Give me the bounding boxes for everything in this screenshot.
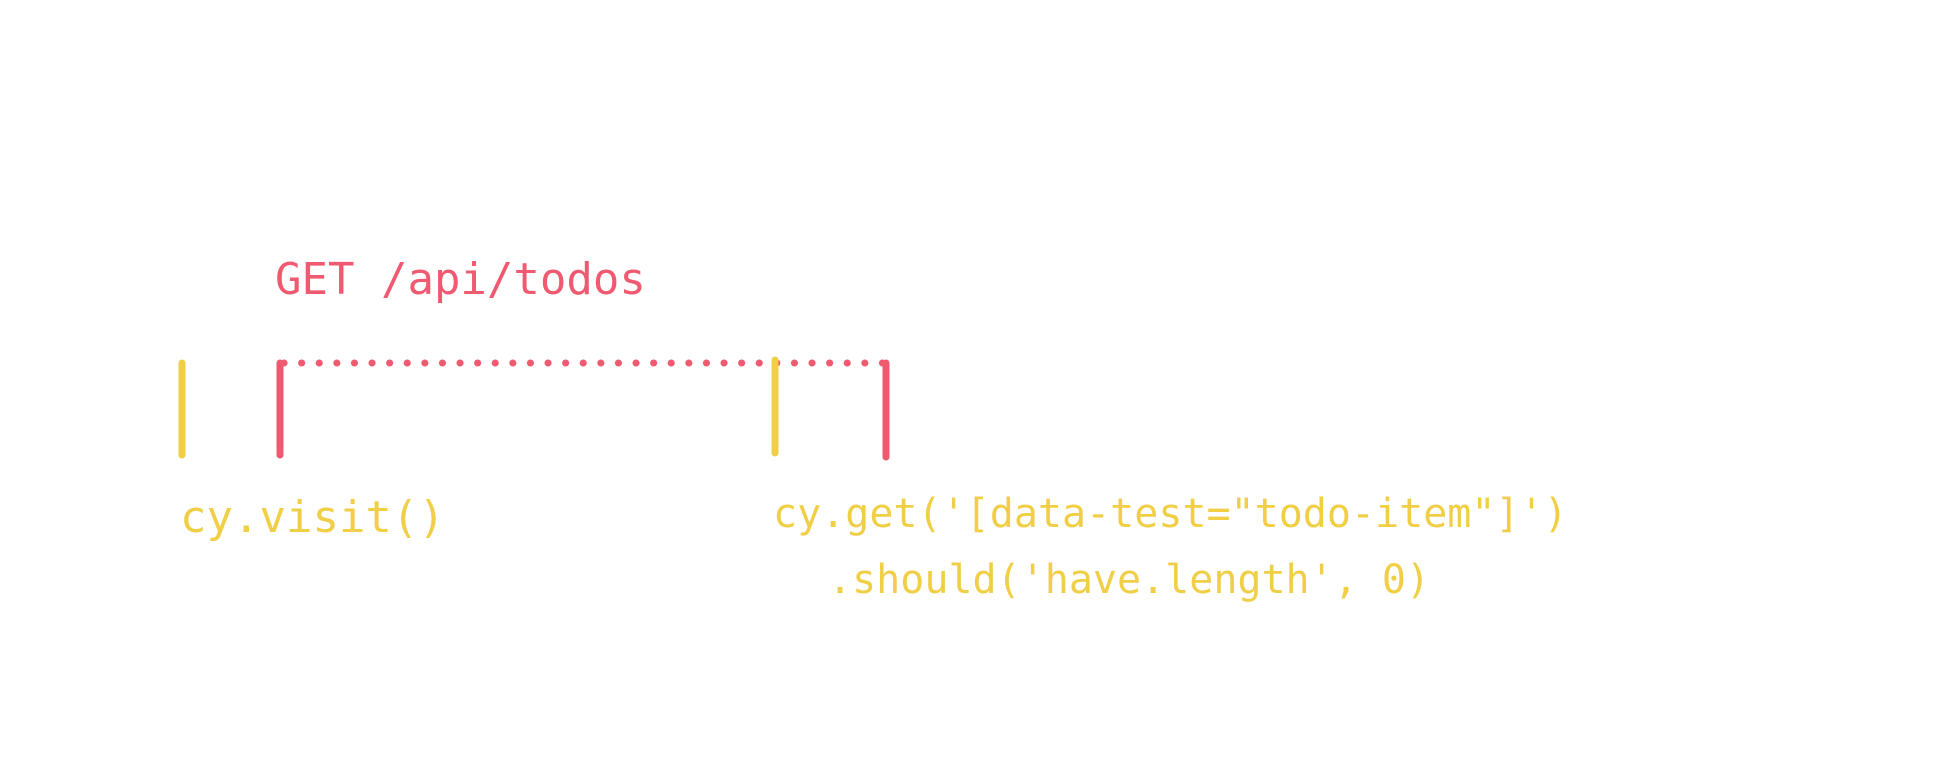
get-command-label: cy.get('[data-test="todo-item"]') [773, 491, 1568, 537]
request-label: GET /api/todos [275, 254, 646, 305]
should-assertion-label: .should('have.length', 0) [828, 557, 1431, 603]
visit-command-label: cy.visit() [180, 492, 445, 543]
